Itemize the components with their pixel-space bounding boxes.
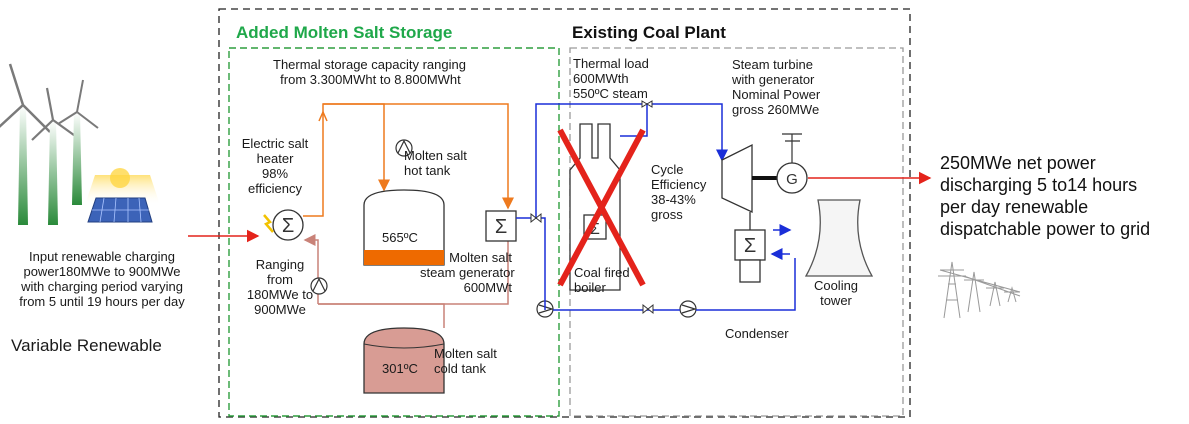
heater-line: efficiency	[248, 181, 302, 196]
cooling-tower-icon	[804, 199, 874, 277]
ranging-line: 180MWe to	[246, 287, 314, 302]
hot-tank-icon	[363, 189, 445, 266]
valve-icon	[530, 100, 654, 315]
capacity-line: from 3.300MWht to 8.800MWht	[280, 72, 461, 87]
hot-tank-line: hot tank	[404, 163, 451, 178]
cooling-label: Cooling tower	[806, 278, 866, 308]
input-line: Input renewable charging	[29, 249, 175, 264]
svg-text:Σ: Σ	[590, 221, 600, 238]
svg-text:Σ: Σ	[744, 235, 756, 257]
condenser-icon: Σ	[734, 212, 766, 283]
hot-tank-label: Molten salt hot tank	[404, 148, 467, 178]
steam-gen-label: Molten salt steam generator 600MWt	[420, 250, 515, 295]
generator-icon: G	[776, 133, 808, 194]
storage-boundary	[228, 47, 560, 417]
steam-gen-line: 600MWt	[463, 280, 512, 295]
steam-gen-line: Molten salt	[449, 250, 512, 265]
pump-icon	[310, 139, 698, 318]
wind-turbine-icon	[0, 63, 99, 225]
cross-out-icon	[557, 128, 646, 287]
cold-temp: 301ºC	[382, 361, 418, 376]
outer-boundary	[218, 8, 911, 418]
capacity-label: Thermal storage capacity ranging from 3.…	[273, 57, 466, 87]
salt-heater-icon: Σ	[263, 209, 304, 241]
output-label: 250MWe net power discharging 5 to14 hour…	[940, 152, 1150, 240]
ranging-label: Ranging from 180MWe to 900MWe	[238, 257, 322, 317]
svg-text:Σ: Σ	[495, 216, 507, 238]
turbine-line: Nominal Power	[732, 87, 821, 102]
hot-salt-lines	[303, 103, 514, 217]
steam-gen-line: steam generator	[420, 265, 515, 280]
turbine-line: gross 260MWe	[732, 102, 820, 117]
output-line: per day renewable	[940, 197, 1089, 217]
cooling-line: Cooling	[813, 278, 859, 293]
generator-symbol: G	[786, 171, 798, 188]
turbine-icon	[721, 143, 778, 214]
cycle-line: Efficiency	[651, 177, 707, 192]
cold-tank-label: Molten salt cold tank	[434, 346, 497, 376]
heater-line: Electric salt	[241, 136, 309, 151]
condenser-label: Condenser	[725, 326, 789, 341]
heater-line: 98%	[261, 166, 289, 181]
plant-boundary	[569, 47, 904, 417]
thermal-load-line: 550ºC steam	[573, 86, 648, 101]
storage-title: Added Molten Salt Storage	[236, 23, 453, 42]
cold-tank-line: Molten salt	[434, 346, 497, 361]
turbine-line: Steam turbine	[732, 57, 813, 72]
thermal-load-label: Thermal load 600MWth 550ºC steam	[573, 56, 649, 101]
steam-generator-icon: Σ	[485, 210, 517, 242]
boiler-label: Coal fired boiler	[574, 265, 630, 295]
svg-text:Σ: Σ	[282, 215, 294, 237]
heater-label: Electric salt heater 98% efficiency	[238, 136, 312, 196]
input-label: Input renewable charging power180MWe to …	[4, 249, 200, 309]
hot-tank-line: Molten salt	[404, 148, 467, 163]
cold-tank-icon	[363, 327, 445, 394]
boiler-line: boiler	[574, 280, 606, 295]
turbine-line: with generator	[732, 72, 815, 87]
cycle-label: Cycle Efficiency 38-43% gross	[651, 162, 706, 222]
plant-title: Existing Coal Plant	[572, 23, 726, 42]
cycle-line: 38-43%	[651, 192, 696, 207]
ranging-line: Ranging	[255, 257, 305, 272]
power-grid-icon	[938, 261, 1021, 319]
solar-panel-icon	[85, 168, 160, 223]
input-line: power180MWe to 900MWe	[23, 264, 181, 279]
thermal-load-line: Thermal load	[573, 56, 649, 71]
variable-renewable-label: Variable Renewable	[11, 336, 162, 355]
steam-lines	[516, 103, 796, 311]
ranging-line: from	[267, 272, 293, 287]
cold-salt-lines	[303, 234, 509, 328]
output-line: discharging 5 to14 hours	[940, 175, 1138, 195]
turbine-label: Steam turbine with generator Nominal Pow…	[732, 57, 820, 117]
capacity-line: Thermal storage capacity ranging	[273, 57, 466, 72]
thermal-load-line: 600MWth	[573, 71, 629, 86]
input-line: with charging period varying	[21, 279, 183, 294]
cooling-line: tower	[820, 293, 852, 308]
cold-tank-line: cold tank	[434, 361, 487, 376]
output-line: 250MWe net power	[940, 153, 1096, 173]
cycle-line: Cycle	[651, 162, 684, 177]
output-line: dispatchable power to grid	[940, 219, 1151, 239]
input-line: from 5 until 19 hours per day	[19, 294, 185, 309]
ranging-line: 900MWe	[254, 302, 306, 317]
boiler-line: Coal fired	[574, 265, 630, 280]
hot-temp: 565ºC	[382, 230, 418, 245]
heater-line: heater	[256, 151, 294, 166]
cycle-line: gross	[651, 207, 683, 222]
